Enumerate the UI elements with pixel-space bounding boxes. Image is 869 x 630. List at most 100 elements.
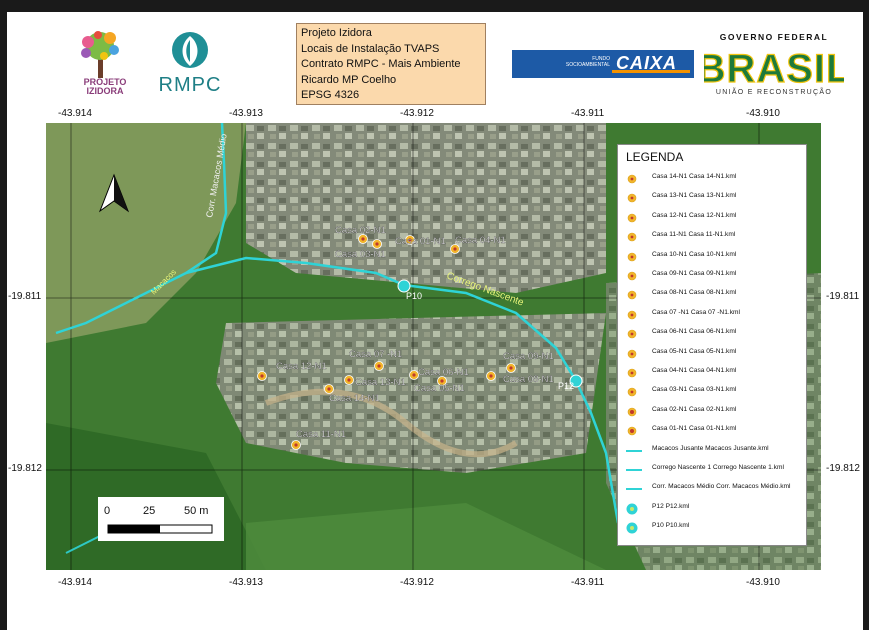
house-point[interactable]: Casa 06-N1 [409, 367, 469, 380]
legend-item-label: Casa 08-N1 Casa 08-N1.kml [652, 289, 737, 297]
caixa-sub-line: SOCIOAMBIENTAL [565, 62, 610, 68]
legend-item-label: Macacos Jusante Macacos Jusante.kml [652, 444, 769, 452]
title-line: Ricardo MP Coelho [301, 73, 397, 86]
stream-macacos-medio [55, 123, 228, 335]
map-title-box: Projeto Izidora Locais de Instalação TVA… [296, 23, 486, 105]
house-point[interactable]: Casa 04-N1 [450, 235, 506, 254]
tick-bottom: -43.912 [400, 577, 434, 588]
tick-top: -43.910 [746, 108, 780, 119]
legend-point-symbol [627, 407, 637, 417]
house-point[interactable]: Casa 05-N1 [414, 376, 465, 395]
legend-item-label: Casa 13-N1 Casa 13-N1.kml [652, 192, 737, 200]
izidora-logo-line: IZIDORA [86, 86, 124, 96]
station-label: P12 [558, 381, 574, 391]
title-line: EPSG 4326 [301, 89, 360, 101]
forest-south [246, 503, 606, 570]
station-p12[interactable]: P12 [558, 374, 583, 391]
legend-item: Casa 01-N1 Casa 01-N1.kml [618, 421, 808, 441]
legend-item-label: Casa 11-N1 Casa 11-N1.kml [652, 231, 736, 239]
scale-bar-graphic [107, 524, 213, 534]
caixa-logo-text: CAIXA [616, 53, 678, 73]
caixa-logo-stripe [612, 70, 690, 73]
legend-item: Casa 13-N1 Casa 13-N1.kml [618, 188, 808, 208]
brasil-word: BRASIL [704, 47, 844, 90]
house-point[interactable]: Casa 09-N1 [503, 351, 554, 373]
stream-corrego-nascente [185, 256, 620, 524]
house-point-label: Casa 08-N1 [503, 374, 554, 385]
legend-item-label: Casa 14-N1 Casa 14-N1.kml [652, 173, 737, 180]
house-point[interactable]: Casa 01-N1 [395, 235, 446, 248]
legend-point-symbol [627, 329, 637, 339]
title-line: Locais de Instalação TVAPS [301, 42, 440, 55]
house-point-label: Casa 04-N1 [455, 235, 506, 246]
legend-point-symbol [626, 522, 638, 534]
urban-area-north [246, 123, 606, 293]
house-point[interactable]: Casa 08-N1 [486, 371, 554, 386]
tick-bottom: -43.910 [746, 577, 780, 588]
tick-bottom: -43.914 [58, 577, 92, 588]
window-frame-top [0, 0, 869, 12]
legend-point-symbol [627, 349, 637, 358]
legend-item: Casa 05-N1 Casa 05-N1.kml [618, 344, 808, 364]
legend-item: Casa 02-N1 Casa 02-N1.kml [618, 402, 808, 422]
station-p10[interactable]: P10 [397, 279, 422, 301]
house-point-label: Casa 01-N1 [395, 236, 446, 247]
scale-label: 50 m [184, 505, 209, 517]
legend-item: Casa 10-N1 Casa 10-N1.kml [618, 247, 808, 267]
legend-point-symbol [627, 174, 637, 184]
legend-item-label: Casa 09-N1 Casa 09-N1.kml [652, 270, 737, 277]
legend-item: Corrego Nascente 1 Corrego Nascente 1.km… [618, 460, 808, 480]
house-point[interactable]: Casa 13-N1 [344, 375, 406, 389]
tick-top: -43.914 [58, 108, 92, 119]
dirt-road [264, 388, 518, 458]
brasil-wordmark: BRASIL [704, 46, 844, 90]
house-point-label: Casa 02-N1 [335, 225, 386, 236]
legend-point-symbol [627, 291, 637, 300]
house-point[interactable]: Casa 03-N1 [335, 239, 386, 261]
field-area [46, 123, 246, 343]
legend-item: Casa 12-N1 Casa 12-N1.kml [618, 208, 808, 228]
legend-item: P10 P10.kml [618, 518, 808, 538]
izidora-logo: PROJETO IZIDORA [58, 26, 144, 100]
legend-item-label: Corrego Nascente 1 Corrego Nascente 1.km… [652, 464, 784, 471]
house-point[interactable]: Casa 14-N1 [324, 384, 380, 405]
title-line: Contrato RMPC - Mais Ambiente [301, 58, 461, 70]
legend-point-symbol [627, 271, 637, 281]
legend-item-label: Casa 12-N1 Casa 12-N1.kml [652, 211, 737, 219]
legend-item: Casa 06-N1 Casa 06-N1.kml [618, 324, 808, 344]
house-point-label: Casa 05-N1 [414, 383, 465, 394]
legend-point-symbol [627, 213, 637, 223]
legend-item: Casa 14-N1 Casa 14-N1.kml [618, 169, 808, 189]
legend-item-label: Corr. Macacos Médio Corr. Macacos Médio.… [652, 483, 791, 491]
gov-bottom-text: UNIÃO E RECONSTRUÇÃO [715, 89, 833, 96]
tick-right: -19.812 [826, 463, 860, 474]
tick-top: -43.913 [229, 108, 263, 119]
tree-icon [81, 31, 119, 78]
tick-left: -19.812 [8, 463, 42, 474]
legend-item: Casa 09-N1 Casa 09-N1.kml [618, 266, 808, 286]
legend-item: Casa 03-N1 Casa 03-N1.kml [618, 382, 808, 402]
tick-right: -19.811 [826, 291, 860, 302]
governo-federal-logo: GOVERNO FEDERAL BRASIL UNIÃO E RECONSTRU… [704, 32, 844, 102]
legend-line-symbol [626, 469, 642, 471]
house-point[interactable]: Casa 07 -N1 [349, 349, 402, 371]
legend-line-symbol [626, 488, 642, 491]
house-point[interactable]: Casa 02-N1 [335, 225, 386, 244]
legend-item: Casa 07 -N1 Casa 07 -N1.kml [618, 305, 808, 325]
legend-item: Macacos Jusante Macacos Jusante.kml [618, 441, 808, 461]
legend-point-symbol [627, 388, 637, 397]
scale-bar: 0 25 50 m [98, 497, 224, 541]
legend-item-label: Casa 02-N1 Casa 02-N1.kml [652, 405, 737, 413]
house-point[interactable]: Casa 12-N1 [257, 361, 327, 381]
legend-point-symbol [627, 368, 637, 378]
house-point[interactable]: Casa 11-N1 [291, 429, 347, 450]
title-line: Projeto Izidora [301, 27, 372, 39]
legend-item-label: Casa 04-N1 Casa 04-N1.kml [652, 367, 737, 374]
legend-item-label: Casa 05-N1 Casa 05-N1.kml [652, 347, 737, 355]
rmpc-logo-text: RMPC [158, 74, 222, 96]
legend-point-symbol [627, 252, 637, 261]
legend-item-label: P12 P12.kml [652, 502, 690, 510]
north-arrow-icon [98, 173, 130, 213]
